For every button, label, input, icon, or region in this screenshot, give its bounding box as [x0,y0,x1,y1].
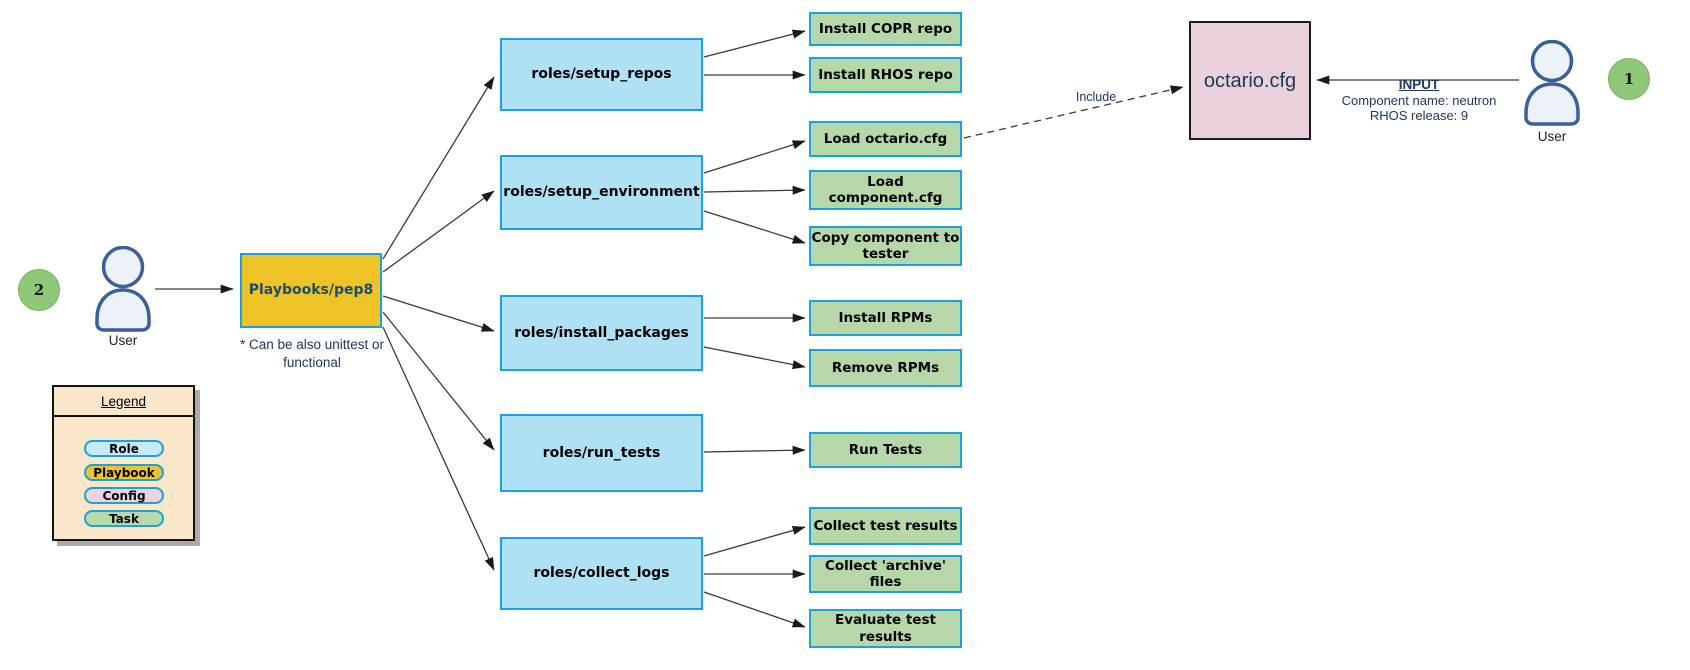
edge-repos-copr [703,29,806,58]
edge-playbook-setup-environment [382,190,495,273]
node-role-collect-logs: roles/collect_logs [500,537,703,610]
edge-playbook-collect-logs [382,326,495,571]
node-task-run-tests: Run Tests [809,432,962,468]
node-config-octario-cfg: octario.cfg [1189,21,1311,140]
edge-include-dashed [963,85,1184,139]
user-icon-left [92,245,154,332]
legend-item-task: Task [84,510,164,527]
input-title: INPUT [1398,77,1440,92]
edge-runtests-runtask [703,445,806,455]
node-task-load-component-cfg: Load component.cfg [809,170,962,210]
node-task-load-octario-cfg: Load octario.cfg [809,121,962,157]
legend-item-playbook: Playbook [84,464,164,481]
node-role-setup-repos: roles/setup_repos [500,38,703,111]
node-playbook-pep8: Playbooks/pep8 [240,253,382,328]
legend-item-config: Config [84,487,164,504]
node-task-evaluate-test-results: Evaluate test results [809,609,962,648]
legend-item-role: Role [84,440,164,457]
step-badge-1: 1 [1608,58,1650,100]
legend-header: Legend [54,387,193,417]
node-task-install-rpms: Install RPMs [809,300,962,336]
edge-env-load-octario [703,140,806,174]
input-annotation: INPUT Component name: neutron RHOS relea… [1328,77,1510,124]
node-role-setup-environment: roles/setup_environment [500,155,703,230]
step-badge-2: 2 [18,269,60,311]
edge-logs-evaluate [703,591,806,628]
node-task-install-copr-repo: Install COPR repo [809,12,962,46]
node-role-install-packages: roles/install_packages [500,295,703,371]
include-edge-label: Include [1075,90,1117,104]
user-left-label: User [108,333,138,348]
legend-box: Legend Role Playbook Config Task [52,385,195,541]
edge-packages-remove-rpms [703,346,806,370]
edge-env-copy-component [703,210,806,244]
playbook-note: * Can be also unittest or functional [239,337,385,371]
legend-title: Legend [100,393,147,409]
edge-env-load-component [703,185,806,195]
node-task-copy-component: Copy component to tester [809,226,962,266]
user-right-label: User [1537,129,1567,144]
edge-playbook-install-packages [382,295,495,332]
input-release-line: RHOS release: 9 [1369,108,1469,123]
input-component-line: Component name: neutron [1341,92,1497,108]
edge-playbook-run-tests [382,311,495,451]
node-task-collect-test-results: Collect test results [809,507,962,545]
edge-playbook-setup-repos [382,76,495,260]
node-role-run-tests: roles/run_tests [500,414,703,492]
user-icon-right [1521,39,1583,126]
node-task-remove-rpms: Remove RPMs [809,349,962,387]
node-task-install-rhos-repo: Install RHOS repo [809,57,962,93]
edge-logs-collect-results [703,526,806,557]
node-task-collect-archive-files: Collect 'archive' files [809,555,962,593]
